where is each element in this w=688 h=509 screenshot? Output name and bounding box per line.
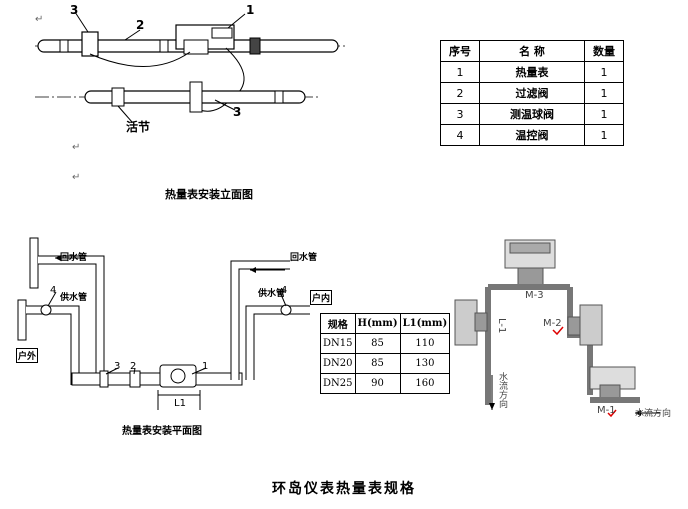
union-label: 活节 [126, 120, 151, 134]
iso-flow-horizontal: 水流方向 [635, 409, 672, 419]
cell-qty: 1 [584, 124, 624, 146]
cell-no: 3 [440, 103, 480, 125]
cell-name: 热量表 [479, 61, 585, 83]
table-row: DN25 90 160 [320, 373, 451, 394]
col-header-size: 规格 [320, 313, 356, 334]
plan-drawing [17, 237, 310, 410]
cell-no: 2 [440, 82, 480, 104]
svg-text:↵: ↵ [35, 14, 43, 25]
elevation-drawing: ↵ ↵ ↵ ↵ [35, 11, 345, 183]
col-header-no: 序号 [440, 40, 480, 62]
callout-2: 2 [136, 18, 145, 32]
indoor-label: 户内 [310, 290, 333, 305]
iso-m1-label: M-1 [597, 405, 616, 416]
callout-3-lower: 3 [233, 105, 242, 119]
table-row: DN15 85 110 [320, 333, 451, 354]
iso-l1-label: L-1 [496, 318, 507, 334]
table-row: 2 过滤阀 1 [440, 82, 624, 104]
svg-text:↵: ↵ [72, 142, 80, 153]
cell-name: 测温球阀 [479, 103, 585, 125]
plan-title: 热量表安装平面图 [122, 426, 202, 437]
spec-table-header: 规格 H(mm) L1(mm) [320, 313, 451, 334]
callout-4-left: 4 [50, 285, 57, 296]
cell-size: DN15 [320, 333, 356, 354]
cell-l1: 160 [399, 373, 451, 394]
cell-l1: 130 [399, 353, 451, 374]
cell-size: DN20 [320, 353, 356, 374]
col-header-name: 名 称 [479, 40, 585, 62]
table-row: 1 热量表 1 [440, 61, 624, 83]
spec-table: 规格 H(mm) L1(mm) DN15 85 110 DN20 85 130 … [320, 313, 451, 394]
return-pipe-left-label: 回水管 [60, 253, 88, 263]
table-row: 4 温控阀 1 [440, 124, 624, 146]
table-row: 3 测温球阀 1 [440, 103, 624, 125]
parts-table-header: 序号 名 称 数量 [440, 40, 624, 62]
callout-3-upper: 3 [70, 3, 79, 17]
cell-name: 过滤阀 [479, 82, 585, 104]
iso-flow-vertical: 水流方向 [497, 372, 507, 408]
cell-qty: 1 [584, 61, 624, 83]
return-pipe-right-label: 回水管 [290, 253, 318, 263]
callout-1-plan: 1 [202, 361, 209, 372]
cell-h: 90 [354, 373, 401, 394]
cell-l1: 110 [399, 333, 451, 354]
dimension-l1: L1 [174, 398, 186, 409]
outdoor-label: 户外 [16, 348, 39, 363]
cell-no: 4 [440, 124, 480, 146]
callout-4-right: 4 [281, 285, 288, 296]
cell-qty: 1 [584, 103, 624, 125]
cell-name: 温控阀 [479, 124, 585, 146]
supply-pipe-right-label: 供水管 [258, 289, 286, 299]
callout-3-plan: 3 [114, 361, 121, 372]
supply-pipe-left-label: 供水管 [60, 293, 88, 303]
iso-m3-label: M-3 [525, 290, 544, 301]
callout-2-plan: 2 [130, 361, 137, 372]
cell-size: DN25 [320, 373, 356, 394]
elevation-title: 热量表安装立面图 [165, 188, 253, 201]
svg-text:↵: ↵ [72, 172, 80, 183]
cell-h: 85 [354, 333, 401, 354]
page-caption: 环岛仪表热量表规格 [272, 481, 416, 497]
cell-h: 85 [354, 353, 401, 374]
col-header-h: H(mm) [354, 313, 401, 334]
table-row: DN20 85 130 [320, 353, 451, 374]
isometric-drawing [454, 239, 660, 418]
parts-table: 序号 名 称 数量 1 热量表 1 2 过滤阀 1 3 测温球阀 1 4 温控阀… [440, 40, 624, 146]
cell-no: 1 [440, 61, 480, 83]
cell-qty: 1 [584, 82, 624, 104]
iso-m2-label: M-2 [543, 318, 562, 329]
callout-1: 1 [246, 3, 255, 17]
col-header-l1: L1(mm) [399, 313, 451, 334]
col-header-qty: 数量 [584, 40, 624, 62]
